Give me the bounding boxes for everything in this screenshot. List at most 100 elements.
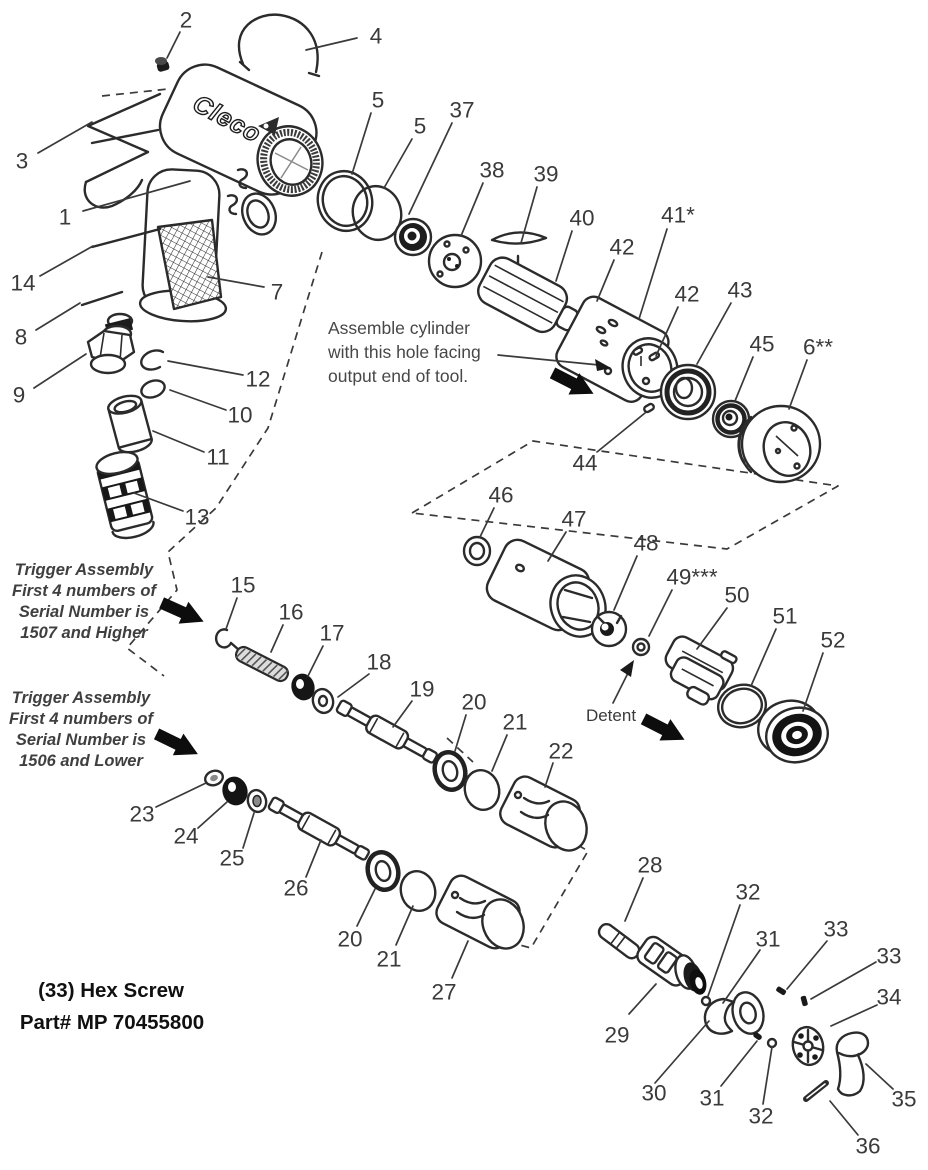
leader-line-34-53 bbox=[830, 1004, 878, 1027]
part-callout-50-29: 50 bbox=[724, 583, 749, 608]
part-callout-4-1: 4 bbox=[370, 24, 383, 49]
part-callout-9-19: 9 bbox=[13, 383, 26, 408]
part-callout-2-0: 2 bbox=[180, 8, 193, 33]
hex-screw-note-line-1: (33) Hex Screw bbox=[38, 979, 184, 1002]
leader-line-52-31 bbox=[802, 652, 824, 712]
arrow-icon-trigger-low bbox=[153, 728, 198, 756]
leader-line-38-6 bbox=[460, 182, 484, 237]
part-callout-27-46: 27 bbox=[431, 980, 456, 1005]
part-4-hanger-bail bbox=[237, 13, 321, 78]
part-10-oring bbox=[140, 379, 166, 399]
dashed-group-lines bbox=[101, 88, 839, 949]
assemble-note-leader bbox=[497, 354, 600, 366]
part-callout-52-31: 52 bbox=[820, 628, 845, 653]
part-callout-12-20: 12 bbox=[245, 367, 270, 392]
part-callout-47-26: 47 bbox=[561, 507, 586, 532]
part-callout-16-33: 16 bbox=[278, 600, 303, 625]
part-51-oring bbox=[716, 683, 768, 729]
leader-line-18-35 bbox=[337, 673, 370, 698]
part-21-oring-b bbox=[399, 869, 437, 913]
part-callout-1-8: 1 bbox=[59, 205, 72, 230]
part-callout-17-34: 17 bbox=[319, 621, 344, 646]
part-32-ball-b bbox=[766, 1037, 778, 1049]
part-27-valve-bushing bbox=[435, 874, 525, 950]
leader-line-19-36 bbox=[392, 700, 413, 728]
leader-line-25-42 bbox=[242, 812, 255, 849]
part-48-cam bbox=[590, 610, 628, 648]
part-44-pin bbox=[643, 402, 655, 414]
trigger-low-note-line-4: 1506 and Lower bbox=[19, 752, 144, 770]
part-callout-33-52: 33 bbox=[876, 944, 901, 969]
part-callout-5-4: 5 bbox=[414, 114, 427, 139]
leader-line-1-8 bbox=[82, 180, 191, 212]
leader-line-13-24 bbox=[133, 492, 184, 512]
part-callout-29-48: 29 bbox=[604, 1023, 629, 1048]
leader-line-11-22 bbox=[152, 430, 205, 453]
leader-line-37-5 bbox=[408, 122, 453, 215]
leader-line-47-26 bbox=[547, 531, 567, 562]
leader-line-42-11 bbox=[596, 259, 615, 302]
trigger-high-note-line-4: 1507 and Higher bbox=[20, 624, 149, 642]
part-11-sleeve bbox=[107, 394, 153, 454]
part-callout-31-55: 31 bbox=[699, 1086, 724, 1111]
trigger-high-note-line-2: First 4 numbers of bbox=[12, 582, 157, 600]
arrow-icon-cylinder bbox=[549, 367, 594, 395]
part-callout-21-45: 21 bbox=[376, 947, 401, 972]
logo-flag-dot bbox=[263, 123, 269, 129]
part-20-seal-b bbox=[365, 849, 401, 893]
leader-line-45-17 bbox=[734, 356, 754, 402]
trigger-curl-lower bbox=[226, 194, 239, 216]
part-34-disc bbox=[791, 1025, 825, 1067]
part-28-pin bbox=[597, 922, 641, 960]
trigger-low-note-line-2: First 4 numbers of bbox=[9, 710, 154, 728]
part-33-hex-screw-b bbox=[800, 995, 808, 1007]
leader-line-28-47 bbox=[624, 877, 644, 922]
part-callout-15-32: 15 bbox=[230, 573, 255, 598]
part-callout-43-15: 43 bbox=[727, 278, 752, 303]
part-callout-41*-10: 41* bbox=[661, 203, 695, 228]
leader-line-32-49 bbox=[707, 904, 741, 997]
arrow-icon-clutch bbox=[640, 713, 685, 741]
part-6-clutch-housing bbox=[737, 404, 822, 484]
assemble-note-line-2: with this hole facing bbox=[327, 342, 481, 362]
part-49-detent-ball bbox=[631, 637, 651, 657]
leader-line-9-19 bbox=[33, 353, 87, 389]
part-18-washer bbox=[311, 687, 335, 715]
leader-line-31-50 bbox=[722, 949, 761, 1004]
leader-line-5-3 bbox=[351, 112, 372, 175]
part-23-washer bbox=[204, 769, 224, 787]
assemble-note-line-3: output end of tool. bbox=[328, 366, 468, 386]
part-36-pin bbox=[803, 1080, 829, 1102]
part-9-inlet-bushing bbox=[86, 312, 136, 375]
assemble-note-arrowhead-icon bbox=[595, 359, 611, 371]
part-29-throttle-cage bbox=[636, 935, 707, 995]
part-8-pin bbox=[80, 290, 124, 307]
part-callout-30-54: 30 bbox=[641, 1081, 666, 1106]
part-callout-44-23: 44 bbox=[572, 451, 597, 476]
part-callout-6**-18: 6** bbox=[803, 335, 833, 360]
part-callout-39-7: 39 bbox=[533, 162, 558, 187]
trigger-high-note-line-3: Serial Number is bbox=[19, 603, 149, 621]
part-callout-38-6: 38 bbox=[479, 158, 504, 183]
arrow-icon-trigger-high bbox=[159, 597, 204, 624]
part-callout-24-41: 24 bbox=[173, 824, 198, 849]
leader-line-41*-10 bbox=[638, 228, 668, 320]
part-callout-7-13: 7 bbox=[271, 280, 284, 305]
assemble-note-line-1: Assemble cylinder bbox=[328, 318, 470, 338]
part-callout-40-9: 40 bbox=[569, 206, 594, 231]
leader-line-22-39 bbox=[544, 762, 554, 788]
leader-line-7-13 bbox=[207, 276, 265, 288]
leader-line-21-38 bbox=[491, 734, 508, 772]
part-callout-3-2: 3 bbox=[16, 149, 29, 174]
leader-line-17-34 bbox=[307, 645, 324, 677]
part-13-inlet-strainer bbox=[95, 450, 155, 540]
leader-line-46-25 bbox=[479, 507, 495, 538]
leader-line-49***-28 bbox=[648, 589, 673, 637]
part-41-cylinder bbox=[555, 295, 679, 403]
leader-line-50-29 bbox=[696, 607, 728, 650]
part-21-oring-a bbox=[463, 768, 501, 812]
part-callout-21-38: 21 bbox=[502, 710, 527, 735]
part-5-oring-a bbox=[316, 169, 374, 233]
part-callout-36-58: 36 bbox=[855, 1134, 880, 1159]
